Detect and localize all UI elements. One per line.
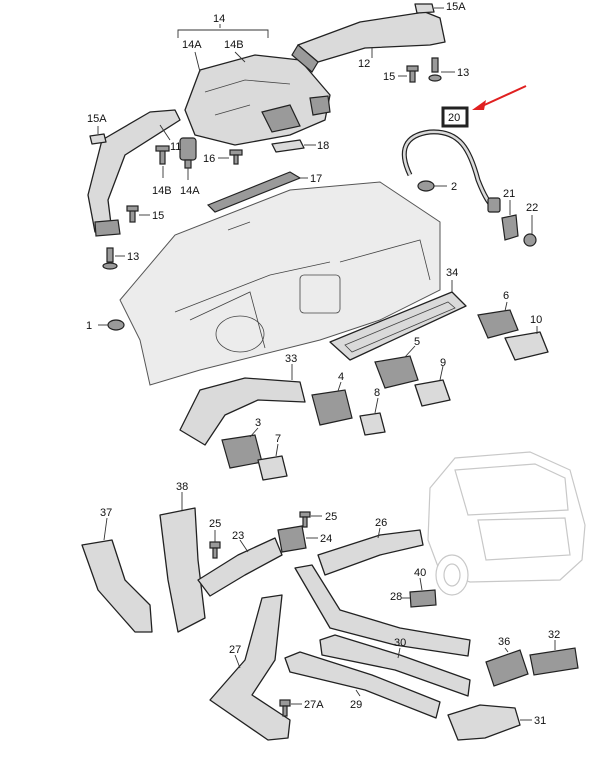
label-7: 7 [275, 433, 281, 445]
part-15a-clip-top [414, 3, 435, 14]
label-14a-left: 14A [180, 185, 200, 197]
label-22: 22 [526, 202, 538, 214]
label-3: 3 [255, 417, 261, 429]
label-16: 16 [203, 153, 215, 165]
label-30: 30 [394, 637, 406, 649]
part-22-cap [523, 233, 537, 247]
label-9: 9 [440, 357, 446, 369]
label-17: 17 [310, 173, 322, 185]
part-13-screw-top [428, 57, 442, 82]
label-26: 26 [375, 517, 387, 529]
part-38-duct [159, 507, 206, 633]
label-36: 36 [498, 636, 510, 648]
label-15-left: 15 [152, 210, 164, 222]
part-31-duct [447, 704, 521, 741]
label-12: 12 [358, 58, 370, 70]
part-21-nozzle [501, 214, 519, 241]
part-32-vent [529, 647, 579, 676]
label-14: 14 [213, 13, 225, 25]
part-5-vent [374, 355, 419, 389]
part-27-duct [209, 594, 291, 741]
part-15-bolt-top [406, 65, 419, 83]
label-21: 21 [503, 188, 515, 200]
label-28: 28 [390, 591, 402, 603]
label-8: 8 [374, 387, 380, 399]
part-30-duct [319, 634, 471, 697]
part-6-vent [477, 309, 519, 339]
label-15-top: 15 [383, 71, 395, 83]
label-6: 6 [503, 290, 509, 302]
label-5: 5 [414, 336, 420, 348]
dashboard-panel [119, 181, 441, 386]
part-36-vent [485, 649, 529, 687]
vehicle-outline [427, 451, 586, 596]
label-15a-left: 15A [87, 113, 107, 125]
part-29-duct [284, 651, 441, 719]
part-4-vent [311, 389, 353, 426]
label-11: 11 [170, 141, 181, 153]
label-15a-top: 15A [446, 1, 466, 13]
label-4: 4 [338, 371, 344, 383]
part-15-bolt-left [126, 205, 139, 223]
part-14-air-distributor [184, 54, 331, 146]
label-25-right: 25 [325, 511, 337, 523]
label-14b-top: 14B [224, 39, 244, 51]
label-27: 27 [229, 644, 241, 656]
part-33-frame [179, 377, 306, 446]
part-12-duct [291, 11, 446, 73]
part-25-clip-left [209, 541, 221, 559]
label-13-left: 13 [127, 251, 139, 263]
label-24: 24 [320, 533, 332, 545]
part-14a-actuator [179, 137, 197, 169]
label-38: 38 [176, 481, 188, 493]
label-29: 29 [350, 699, 362, 711]
part-13-screw-left [102, 247, 118, 270]
label-23: 23 [232, 530, 244, 542]
part-1-grommet [107, 319, 125, 331]
label-14a-top: 14A [182, 39, 202, 51]
part-23-duct [197, 537, 283, 597]
part-27a-screw [279, 699, 291, 717]
label-40: 40 [414, 567, 426, 579]
part-10-frame [504, 331, 549, 361]
part-11-duct [87, 109, 181, 237]
label-1: 1 [86, 320, 92, 332]
part-2-grommet [417, 180, 435, 192]
part-7-frame [257, 455, 288, 481]
part-labels: 14 14A 14B 15A 12 13 15 15A 11 14B 14A 1… [86, 1, 560, 727]
part-8-frame [359, 412, 386, 436]
highlight-frame-20 [441, 106, 469, 128]
part-9-frame [414, 379, 451, 407]
label-10: 10 [530, 314, 542, 326]
label-37: 37 [100, 507, 112, 519]
label-32: 32 [548, 629, 560, 641]
label-2: 2 [451, 181, 457, 193]
part-25-clip-right [299, 511, 311, 528]
label-34: 34 [446, 267, 458, 279]
label-18: 18 [317, 140, 329, 152]
part-14b-screw [155, 145, 170, 165]
part-26-duct [317, 529, 424, 576]
part-20-hose [401, 129, 501, 213]
part-28-vent [409, 589, 437, 608]
highlight-arrow [472, 85, 527, 110]
label-27a: 27A [304, 699, 324, 711]
label-31: 31 [534, 715, 546, 727]
part-24-vent [277, 525, 307, 553]
label-20: 20 [448, 112, 460, 124]
part-15a-clip-left [89, 133, 107, 145]
part-18-clip [271, 139, 305, 153]
label-33: 33 [285, 353, 297, 365]
label-14b-left: 14B [152, 185, 172, 197]
part-3-vent [221, 434, 263, 469]
part-16-screw [229, 149, 243, 165]
label-13-top: 13 [457, 67, 469, 79]
label-25-left: 25 [209, 518, 221, 530]
part-37-duct [81, 539, 153, 633]
floor-duct [294, 564, 471, 657]
